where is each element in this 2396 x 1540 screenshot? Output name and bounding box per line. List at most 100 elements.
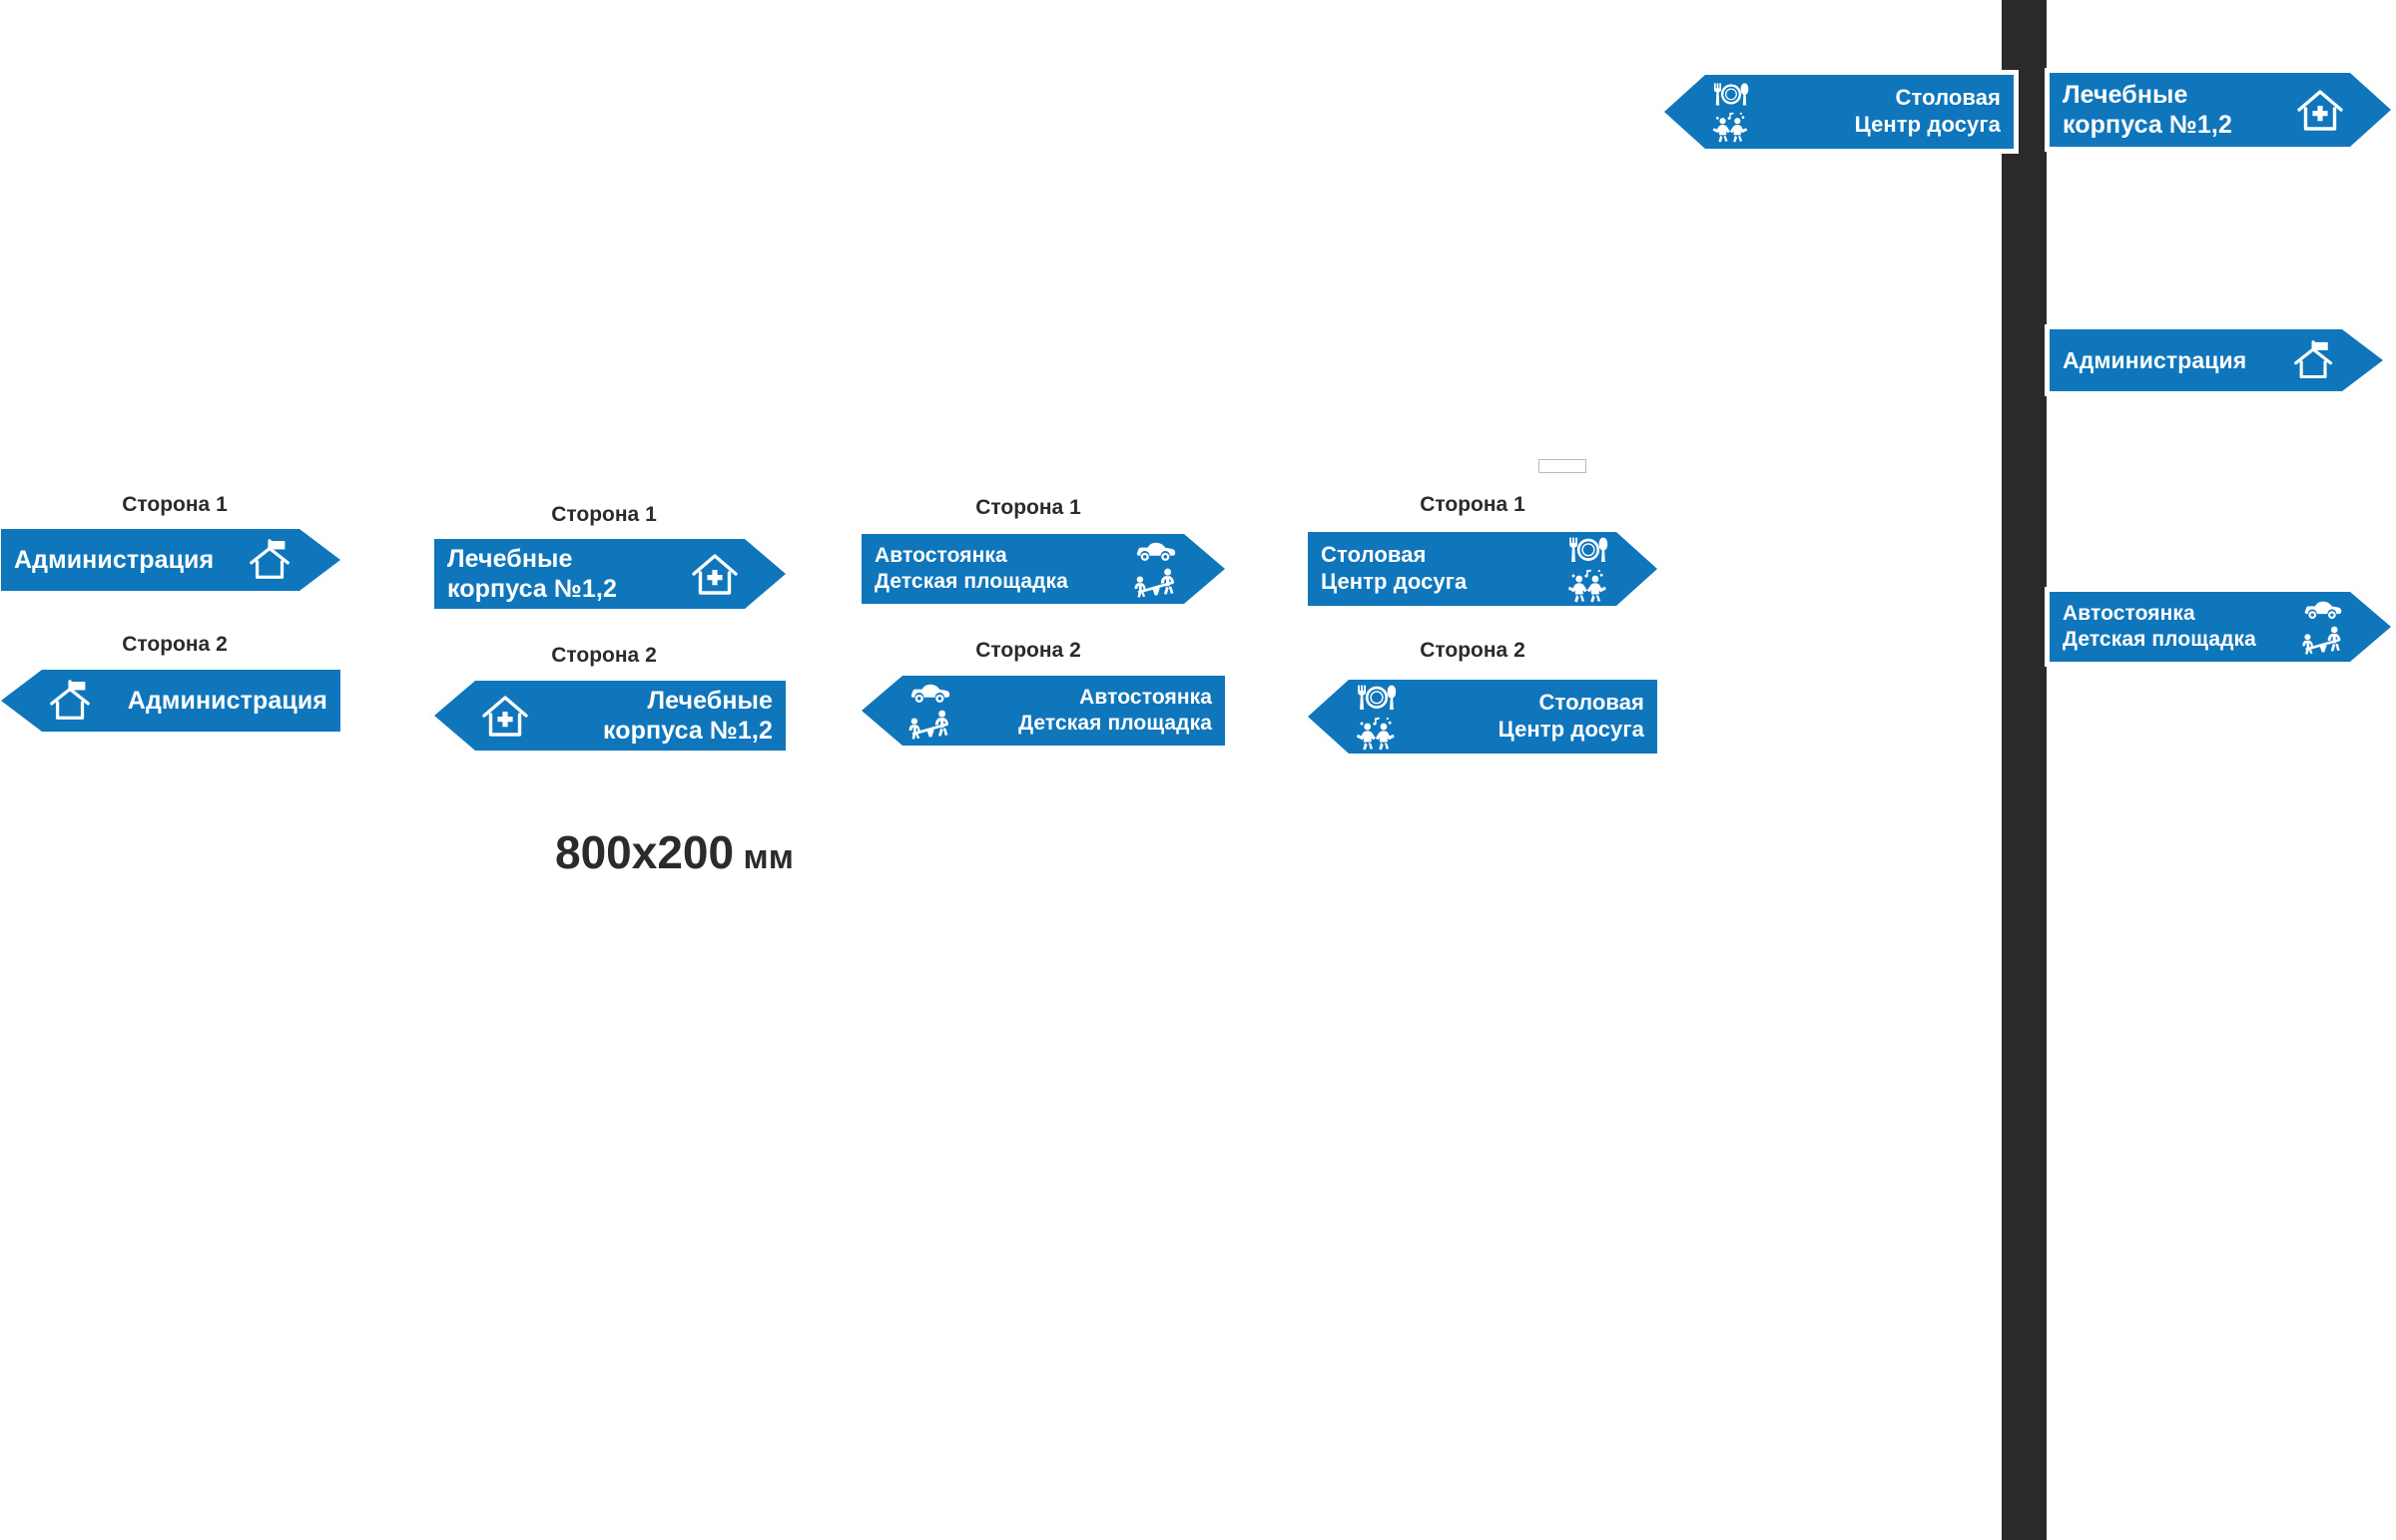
sign-line-2: корпуса №1,2 xyxy=(2063,111,2232,139)
sign-icons xyxy=(2302,599,2344,655)
car-icon xyxy=(909,682,951,706)
sign-icons xyxy=(481,692,529,740)
sign-inner xyxy=(1664,75,2014,149)
sign-line-1: Автостоянка xyxy=(875,544,1007,568)
sign-line-2: корпуса №1,2 xyxy=(603,717,773,745)
sign-labels: Лечебные корпуса №1,2 xyxy=(2063,80,2282,141)
sign-inner xyxy=(434,539,786,609)
cutlery-plate-icon xyxy=(1566,536,1610,566)
sign-labels: Автостоянка Детская площадка xyxy=(875,543,1120,594)
house-cross-icon xyxy=(691,550,739,598)
car-icon xyxy=(1135,540,1177,564)
pole-sign-right-parking[interactable]: Автостоянка Детская площадка xyxy=(2045,587,2396,667)
pole-sign-right-administration[interactable]: Администрация xyxy=(2045,324,2388,396)
sign-line-2: Центр досуга xyxy=(1854,112,2001,137)
sign-icons xyxy=(1134,540,1178,598)
mounting-pole xyxy=(2002,0,2047,1540)
sign-line-1: Автостоянка xyxy=(1079,686,1212,710)
caption-group2-side2: Сторона 2 xyxy=(551,644,657,667)
dimension-value: 800x200 xyxy=(555,826,735,878)
sign-content: Администрация xyxy=(0,524,345,596)
caption-group3-side1: Сторона 1 xyxy=(975,496,1081,519)
sign-line-1: Автостоянка xyxy=(2063,602,2195,626)
sign-line-2: Детская площадка xyxy=(1018,712,1212,735)
sign-icons xyxy=(2292,338,2336,382)
sign-line-2: Детская площадка xyxy=(2063,628,2256,651)
sign-line-2: Детская площадка xyxy=(875,570,1068,593)
sign-labels: Лечебные корпуса №1,2 xyxy=(447,544,677,605)
sign-group4-side2[interactable]: Столовая Центр досуга xyxy=(1303,675,1662,759)
seesaw-playground-icon xyxy=(1134,568,1178,598)
sign-icons xyxy=(248,537,294,583)
sign-icons xyxy=(48,678,94,724)
caption-group4-side2: Сторона 2 xyxy=(1420,639,1525,662)
stray-rectangle-artifact xyxy=(1538,459,1586,473)
sign-line-1: Лечебные xyxy=(647,686,773,715)
sign-content: Лечебные корпуса №1,2 xyxy=(2045,68,2396,152)
house-flag-icon xyxy=(248,537,294,583)
sign-line-1: Столовая xyxy=(1538,690,1644,716)
sign-line-1: Лечебные xyxy=(2063,80,2188,109)
sign-content: Администрация xyxy=(0,665,345,737)
sign-group2-side1[interactable]: Лечебные корпуса №1,2 xyxy=(429,534,791,614)
sign-line-1: Администрация xyxy=(127,686,327,715)
sign-content: Столовая Центр досуга xyxy=(1303,527,1662,611)
sign-inner xyxy=(862,534,1225,604)
sign-labels: Столовая Центр досуга xyxy=(1321,542,1552,596)
sign-group4-side1[interactable]: Столовая Центр досуга xyxy=(1303,527,1662,611)
sign-line-1: Администрация xyxy=(14,545,215,574)
sign-icons xyxy=(908,682,952,740)
dancing-people-icon xyxy=(1567,569,1609,603)
caption-group1-side2: Сторона 2 xyxy=(122,633,228,656)
sign-labels: Столовая Центр досуга xyxy=(1413,690,1644,744)
seesaw-playground-icon xyxy=(2302,626,2344,655)
sign-content: Автостоянка Детская площадка xyxy=(2045,587,2396,667)
caption-group3-side2: Сторона 2 xyxy=(975,639,1081,662)
house-cross-icon xyxy=(2296,86,2344,134)
sign-content: Администрация xyxy=(2045,324,2388,396)
sign-group3-side1[interactable]: Автостоянка Детская площадка xyxy=(857,529,1230,609)
sign-icons xyxy=(2296,86,2344,134)
pole-sign-right-medical[interactable]: Лечебные корпуса №1,2 xyxy=(2045,68,2396,152)
dimension-label: 800x200 мм xyxy=(555,825,794,879)
sign-icons xyxy=(1566,536,1610,603)
sign-labels: Администрация xyxy=(14,545,234,576)
cutlery-plate-icon xyxy=(1711,82,1751,109)
sign-icons xyxy=(1711,82,1751,143)
sign-icons xyxy=(1355,684,1399,751)
sign-line-1: Администрация xyxy=(2063,346,2247,373)
dancing-people-icon xyxy=(1712,112,1750,143)
sign-icons xyxy=(691,550,739,598)
sign-line-1: Столовая xyxy=(1895,85,2001,111)
sign-group1-side1[interactable]: Администрация xyxy=(0,524,345,596)
sign-labels: Лечебные корпуса №1,2 xyxy=(543,686,773,747)
cutlery-plate-icon xyxy=(1355,684,1399,714)
sign-content: Столовая Центр досуга xyxy=(1659,70,2019,154)
car-icon xyxy=(2303,599,2343,622)
sign-labels: Автостоянка Детская площадка xyxy=(966,685,1212,736)
house-cross-icon xyxy=(481,692,529,740)
dimension-unit: мм xyxy=(734,838,794,876)
sign-line-1: Лечебные xyxy=(447,544,573,573)
sign-content: Столовая Центр досуга xyxy=(1303,675,1662,759)
seesaw-playground-icon xyxy=(908,710,952,740)
sign-group2-side2[interactable]: Лечебные корпуса №1,2 xyxy=(429,676,791,756)
sign-inner xyxy=(862,676,1225,746)
sign-line-1: Столовая xyxy=(1321,542,1427,568)
sign-content: Автостоянка Детская площадка xyxy=(857,671,1230,751)
caption-group2-side1: Сторона 1 xyxy=(551,503,657,526)
sign-labels: Автостоянка Детская площадка xyxy=(2063,601,2288,652)
house-flag-icon xyxy=(48,678,94,724)
caption-group4-side1: Сторона 1 xyxy=(1420,493,1525,516)
sign-line-2: Центр досуга xyxy=(1321,569,1468,594)
pole-sign-left-canteen[interactable]: Столовая Центр досуга xyxy=(1659,70,2019,154)
sign-line-2: корпуса №1,2 xyxy=(447,575,617,603)
sign-labels: Администрация xyxy=(108,686,327,717)
sign-group3-side2[interactable]: Автостоянка Детская площадка xyxy=(857,671,1230,751)
sign-content: Лечебные корпуса №1,2 xyxy=(429,534,791,614)
sign-labels: Администрация xyxy=(2063,346,2278,374)
sign-content: Автостоянка Детская площадка xyxy=(857,529,1230,609)
sign-group1-side2[interactable]: Администрация xyxy=(0,665,345,737)
sign-line-2: Центр досуга xyxy=(1498,717,1644,742)
house-flag-icon xyxy=(2292,338,2336,382)
